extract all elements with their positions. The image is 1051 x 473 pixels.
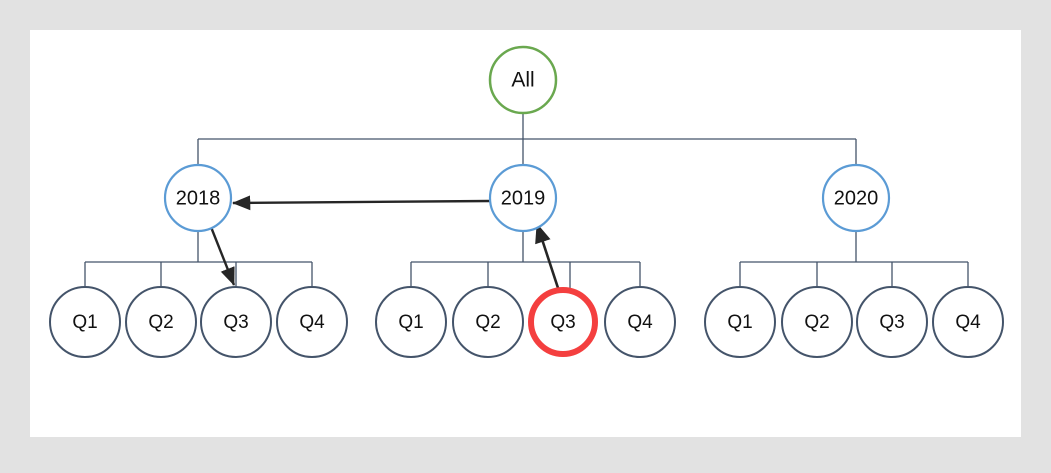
node-y2018[interactable]: 2018: [163, 163, 233, 233]
node-label-q-2018-3: Q3: [223, 312, 248, 333]
node-q-2020-3[interactable]: Q3: [856, 286, 928, 358]
node-label-q-2019-3: Q3: [550, 312, 575, 333]
node-label-y2020: 2020: [834, 187, 879, 209]
node-q-2018-3[interactable]: Q3: [200, 286, 272, 358]
arrow-2018-to-q2018-3: [209, 226, 236, 286]
node-q-2018-1[interactable]: Q1: [49, 286, 121, 358]
node-circle-q-2019-2[interactable]: [452, 286, 524, 358]
node-q-2019-3[interactable]: Q3: [528, 287, 598, 357]
connectors-layer: [84, 113, 969, 290]
node-circle-q-2020-3[interactable]: [856, 286, 928, 358]
node-circle-q-2019-4[interactable]: [604, 286, 676, 358]
node-circle-y2019[interactable]: [488, 163, 558, 233]
node-q-2020-1[interactable]: Q1: [704, 286, 776, 358]
node-label-q-2019-1: Q1: [398, 312, 423, 333]
node-label-q-2019-4: Q4: [627, 312, 653, 333]
node-q-2020-4[interactable]: Q4: [932, 286, 1004, 358]
node-q-2019-2[interactable]: Q2: [452, 286, 524, 358]
node-label-y2019: 2019: [501, 187, 546, 209]
node-circle-q-2019-1[interactable]: [375, 286, 447, 358]
node-y2020[interactable]: 2020: [821, 163, 891, 233]
node-circle-q-2018-3[interactable]: [200, 286, 272, 358]
node-circle-y2020[interactable]: [821, 163, 891, 233]
node-label-q-2020-1: Q1: [727, 312, 752, 333]
node-label-q-2018-2: Q2: [148, 312, 173, 333]
arrows-layer: [209, 195, 560, 289]
arrow-2019-to-2018: [232, 195, 491, 211]
node-y2019[interactable]: 2019: [488, 163, 558, 233]
node-label-q-2019-2: Q2: [475, 312, 500, 333]
node-circle-q-2020-1[interactable]: [704, 286, 776, 358]
node-circle-q-2020-4[interactable]: [932, 286, 1004, 358]
node-circle-q-2018-4[interactable]: [276, 286, 348, 358]
node-circle-y2018[interactable]: [163, 163, 233, 233]
node-circle-q-2020-2[interactable]: [781, 286, 853, 358]
node-label-q-2020-2: Q2: [804, 312, 829, 333]
highlight-ring-q-2019-3[interactable]: [528, 287, 598, 357]
node-q-2019-1[interactable]: Q1: [375, 286, 447, 358]
node-label-q-2020-4: Q4: [955, 312, 981, 333]
node-q-2019-4[interactable]: Q4: [604, 286, 676, 358]
node-label-q-2018-4: Q4: [299, 312, 325, 333]
node-label-q-2020-3: Q3: [879, 312, 904, 333]
node-label-q-2018-1: Q1: [72, 312, 97, 333]
node-all[interactable]: All: [488, 45, 558, 115]
arrow-q2019-3-to-2019: [535, 223, 560, 289]
node-circle-all[interactable]: [488, 45, 558, 115]
node-q-2020-2[interactable]: Q2: [781, 286, 853, 358]
node-q-2018-4[interactable]: Q4: [276, 286, 348, 358]
node-label-y2018: 2018: [176, 187, 221, 209]
node-circle-q-2018-2[interactable]: [125, 286, 197, 358]
node-q-2018-2[interactable]: Q2: [125, 286, 197, 358]
node-circle-q-2018-1[interactable]: [49, 286, 121, 358]
node-label-all: All: [511, 69, 534, 92]
